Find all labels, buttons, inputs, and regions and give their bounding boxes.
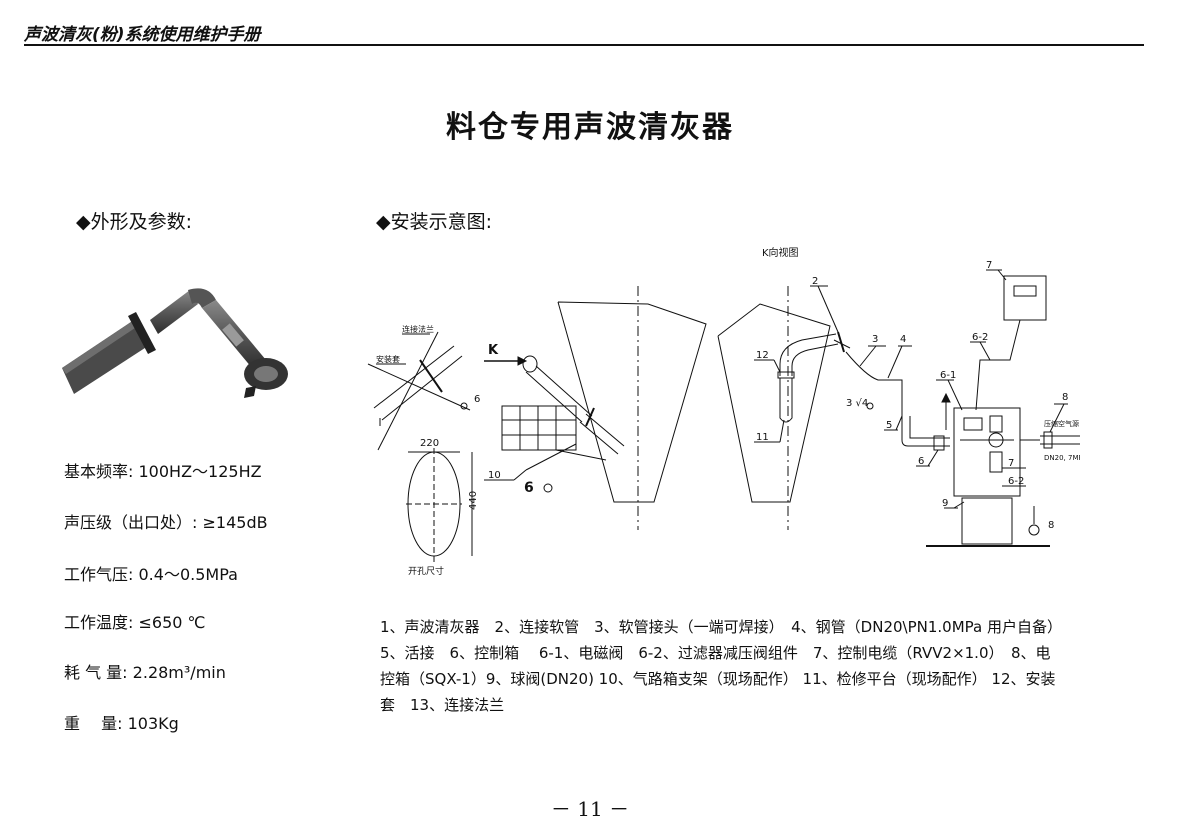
k-arrow-label: K (488, 343, 499, 358)
weld-symbol-3: 3 √4 (846, 398, 868, 409)
callout-6-1: 6-2 (1008, 476, 1024, 487)
callout-11: 10 (488, 470, 501, 481)
callout-4: 5 (886, 420, 892, 431)
header-rule (24, 44, 1144, 46)
callout-6-2: 7 (1008, 458, 1014, 469)
callout-8: 7 (986, 260, 992, 271)
param-work-pressure: 工作气压: 0.4～0.5MPa (64, 561, 238, 585)
param-label: 工作温度: (64, 613, 134, 632)
running-header: 声波清灰(粉)系统使用维护手册 (24, 25, 261, 45)
param-air-consumption: 耗 气 量: 2.28m³/min (64, 659, 226, 683)
hole-width-dim: 220 (420, 438, 439, 449)
k-view-label: K向视图 (762, 246, 799, 259)
callout-13: 12 (756, 350, 769, 361)
callout-1: 2 (812, 276, 818, 287)
install-sleeve-label: 安装套 (376, 354, 400, 364)
install-diagram-heading: ◆安装示意图: (376, 211, 493, 233)
air-source-label: 压缩空气源 (1044, 419, 1079, 428)
param-value: 0.4～0.5MPa (138, 565, 238, 584)
callout-6: 6-1 (940, 370, 956, 381)
legend-text: 1、声波清灰器 2、连接软管 3、软管接头（一端可焊接） 4、钢管（DN20\P… (380, 618, 1070, 714)
param-label: 基本频率: (64, 462, 134, 481)
weld-symbol-8: 8 (1048, 520, 1054, 531)
page-number: － 11 － (550, 797, 630, 821)
param-label: 工作气压: (64, 565, 134, 584)
weld-symbol-6-small: 6 (474, 394, 480, 405)
page-title: 料仓专用声波清灰器 (446, 110, 734, 145)
param-frequency: 基本频率: 100HZ～125HZ (64, 458, 262, 482)
param-value: 100HZ～125HZ (138, 462, 262, 481)
sonic-cleaner-illustration (62, 288, 288, 398)
callout-10: 9 (942, 498, 948, 509)
param-value: 2.28m³/min (132, 663, 226, 682)
callout-7: 6-2 (972, 332, 988, 343)
param-value: ≤650 ℃ (138, 613, 206, 632)
callout-2: 3 (872, 334, 878, 345)
param-work-temperature: 工作温度: ≤650 ℃ (64, 609, 206, 633)
callout-9: 8 (1062, 392, 1068, 403)
param-weight: 重 量: 103Kg (64, 710, 179, 734)
param-label: 声压级（出口处）: (64, 513, 198, 532)
hole-height-dim: 440 (468, 491, 479, 510)
callout-12: 11 (756, 432, 769, 443)
param-sound-pressure: 声压级（出口处）: ≥145dB (64, 509, 268, 533)
weld-symbol-6: 6 (524, 480, 534, 496)
callout-5: 6 (918, 456, 924, 467)
shape-params-heading: ◆外形及参数: (76, 211, 193, 233)
param-label: 耗 气 量: (64, 663, 128, 682)
param-value: 103Kg (127, 714, 179, 733)
installation-diagram: K向视图 安装套 连接法兰 6 K 10 6 220 440 开孔尺寸 (367, 246, 1080, 577)
hole-size-label: 开孔尺寸 (408, 565, 444, 577)
connect-flange-label: 连接法兰 (402, 324, 434, 334)
air-source-spec: DN20, 7MPa (1044, 454, 1080, 462)
param-label: 重 量: (64, 714, 123, 733)
param-value: ≥145dB (202, 513, 268, 532)
callout-3: 4 (900, 334, 906, 345)
